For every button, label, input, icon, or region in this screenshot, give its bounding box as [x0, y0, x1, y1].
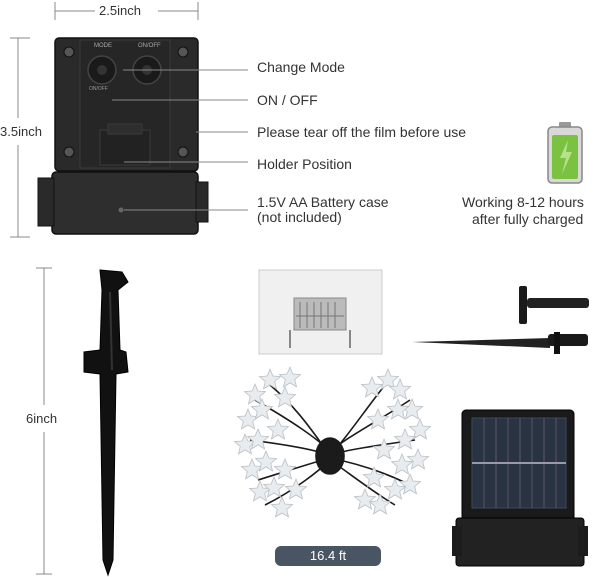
- battery-note-line1: Working 8-12 hours: [462, 194, 584, 210]
- star-bulb-icon: [273, 457, 297, 480]
- star-bulb-icon: [243, 382, 267, 405]
- star-bulb-icon: [366, 407, 390, 430]
- star-bulb-icon: [250, 397, 274, 420]
- star-bulb-icon: [262, 475, 286, 498]
- star-bulb-icon: [266, 417, 290, 440]
- callout-holder-position: Holder Position: [257, 156, 352, 172]
- star-bulb-icon: [376, 367, 400, 390]
- star-bulb-icon: [408, 417, 432, 440]
- star-bulb-icon: [258, 367, 282, 390]
- star-bulb-icon: [254, 449, 278, 472]
- callout-change-mode: Change Mode: [257, 59, 345, 75]
- star-bulb-icon: [284, 477, 308, 500]
- callout-battery-case: 1.5V AA Battery case: [257, 194, 389, 210]
- switch-label-onoff: ON/OFF: [138, 43, 161, 49]
- star-bulb-icon: [386, 397, 410, 420]
- height-label: 3.5inch: [0, 124, 42, 139]
- star-bulb-icon: [353, 487, 377, 510]
- star-bulb-icon: [240, 457, 264, 480]
- star-bulb-icon: [362, 465, 386, 488]
- width-label: 2.5inch: [99, 3, 141, 18]
- switch-label-mode: MODE: [94, 43, 112, 49]
- star-bulb-icon: [246, 427, 270, 450]
- battery-note-line2: after fully charged: [472, 211, 584, 227]
- star-bulb-icon: [360, 375, 384, 398]
- star-bulb-icon: [390, 452, 414, 475]
- star-bulb-icon: [278, 365, 302, 388]
- star-bulb-icon: [393, 427, 417, 450]
- star-bulb-icon: [398, 472, 422, 495]
- callout-on-off: ON / OFF: [257, 92, 318, 108]
- star-bulb-icon: [368, 492, 392, 515]
- star-bulb-icon: [270, 495, 294, 518]
- callout-tear-film: Please tear off the film before use: [257, 124, 467, 140]
- star-bulb-icon: [388, 377, 412, 400]
- switch-sub-label: ON/OFF: [89, 86, 108, 92]
- star-bulb-icon: [273, 385, 297, 408]
- cable-length-badge: 16.4 ft: [275, 546, 381, 566]
- star-bulb-icon: [383, 477, 407, 500]
- callout-not-included: (not included): [257, 209, 342, 225]
- star-bulb-icon: [406, 447, 430, 470]
- star-bulb-icon: [372, 437, 396, 460]
- stake-length-label: 6inch: [26, 411, 58, 426]
